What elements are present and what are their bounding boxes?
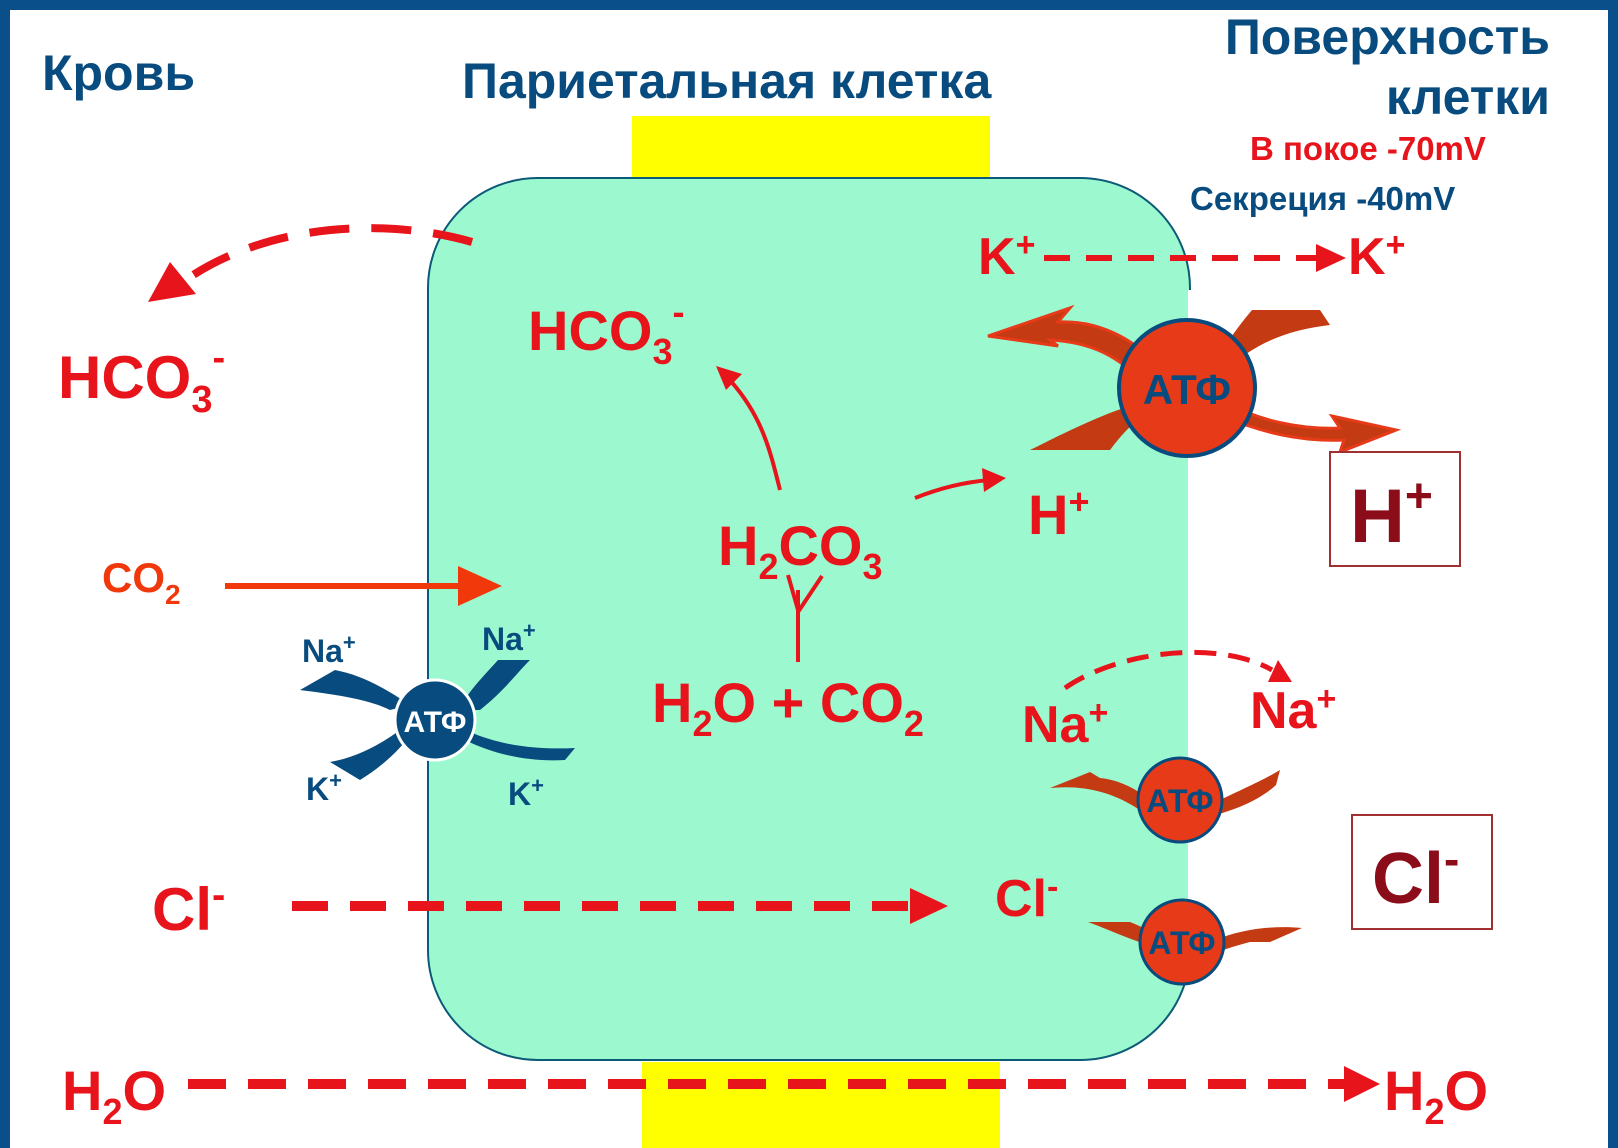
- diagram-canvas: Кровь Париетальная клетка Поверхность кл…: [10, 10, 1608, 1148]
- h2co3-to-h-arrowhead: [982, 468, 1006, 492]
- h2o-blood-label: H2O: [62, 1059, 166, 1132]
- hco3-efflux-arrowhead: [148, 262, 196, 302]
- na-blood-label: Na+: [302, 630, 356, 669]
- secretion-potential: Секреция -40mV: [1190, 180, 1455, 217]
- na-exchange-arrow: [1063, 649, 1274, 691]
- hco3-efflux-arrow: [169, 224, 474, 294]
- cl-cell-label: Cl-: [995, 868, 1058, 928]
- k-blood-small-label: K+: [306, 768, 342, 807]
- k-efflux-arrowhead: [1316, 244, 1346, 272]
- h2co3-to-hco3-arrowhead: [716, 366, 742, 390]
- chloride-pump: АТФ: [1088, 898, 1302, 986]
- h-lumen-box: [1329, 451, 1461, 567]
- surface-header-line2: клетки: [1386, 69, 1550, 125]
- h-cell-label: H+: [1028, 481, 1089, 546]
- k-cell-small-label: K+: [508, 773, 544, 812]
- co2-blood-label: CO2: [102, 554, 181, 610]
- co2-influx-arrowhead: [458, 566, 502, 606]
- h2o-co2-label: H2O + CO2: [652, 671, 924, 744]
- sodium-pump: АТФ: [1050, 756, 1280, 844]
- apical-channel-bottom: [642, 1062, 1000, 1148]
- na-cell-label: Na+: [1022, 694, 1108, 754]
- cl-blood-label: Cl-: [152, 873, 225, 943]
- h2co3-to-h-arrow: [914, 478, 991, 500]
- rest-potential: В покое -70mV: [1250, 130, 1486, 167]
- sodium-pump-atp-label: АТФ: [1146, 783, 1213, 819]
- hco3-blood-label: HCO3-: [58, 337, 225, 421]
- h2co3-to-hco3-arrow: [726, 376, 782, 491]
- sodium-potassium-pump: АТФ: [300, 660, 575, 780]
- na-cell-small-label: Na+: [482, 618, 536, 657]
- h2o-flow-arrowhead: [1344, 1066, 1380, 1102]
- cl-lumen-label: Cl-: [1372, 833, 1459, 919]
- na-lumen-label: Na+: [1250, 680, 1336, 740]
- na-k-pump-atp-circle: [393, 678, 477, 762]
- proton-pump-atp-label: АТФ: [1143, 366, 1231, 413]
- cell-header: Париетальная клетка: [462, 53, 992, 109]
- gastric-parietal-cell-diagram: Кровь Париетальная клетка Поверхность кл…: [42, 10, 1550, 1148]
- cl-lumen-box: [1351, 814, 1493, 930]
- k-lumen-label: K+: [1348, 226, 1405, 286]
- proton-pump-atp-circle: [1117, 318, 1257, 458]
- sodium-pump-atp-circle: [1136, 756, 1224, 844]
- cl-influx-arrowhead: [910, 888, 948, 924]
- blood-header: Кровь: [42, 45, 195, 101]
- chloride-pump-atp-label: АТФ: [1148, 925, 1215, 961]
- na-exchange-arrowhead: [1268, 660, 1292, 682]
- h2co3-label: H2CO3: [718, 514, 883, 587]
- k-cell-label: K+: [978, 226, 1035, 286]
- apical-channel-top: [632, 116, 990, 184]
- na-k-pump-atp-label: АТФ: [404, 706, 467, 739]
- hco3-cell-label: HCO3-: [528, 291, 684, 372]
- chloride-pump-atp-circle: [1138, 898, 1226, 986]
- surface-header-line1: Поверхность: [1225, 10, 1550, 65]
- h2o-lumen-label: H2O: [1384, 1059, 1488, 1132]
- h-lumen-label: H+: [1350, 470, 1433, 559]
- hydration-arrow: [786, 574, 824, 662]
